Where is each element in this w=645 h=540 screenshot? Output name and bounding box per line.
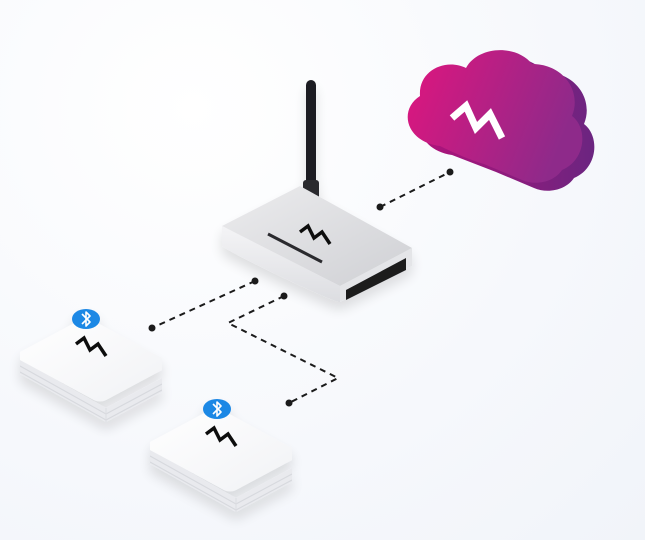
- zigzag-logo-icon: [298, 223, 332, 245]
- gateway-router-node: [222, 80, 412, 303]
- bluetooth-icon: [203, 399, 231, 419]
- link-gateway-sensor-2: [225, 292, 341, 407]
- bluetooth-icon: [72, 309, 100, 329]
- zigzag-logo-icon: [204, 425, 238, 447]
- zigzag-logo-icon: [449, 100, 506, 140]
- sensor-hub-node-2: [149, 399, 293, 512]
- sensor-hub-node-1: [19, 309, 163, 422]
- link-gateway-cloud: [376, 168, 454, 211]
- router-led-strip: [267, 232, 323, 264]
- zigzag-logo-icon: [74, 335, 108, 357]
- router-antenna: [306, 80, 316, 198]
- cloud-node: [407, 50, 595, 191]
- hub-top: [150, 408, 292, 492]
- router-front: [222, 226, 340, 303]
- hub-top: [20, 318, 162, 402]
- link-gateway-sensor-1: [148, 277, 259, 332]
